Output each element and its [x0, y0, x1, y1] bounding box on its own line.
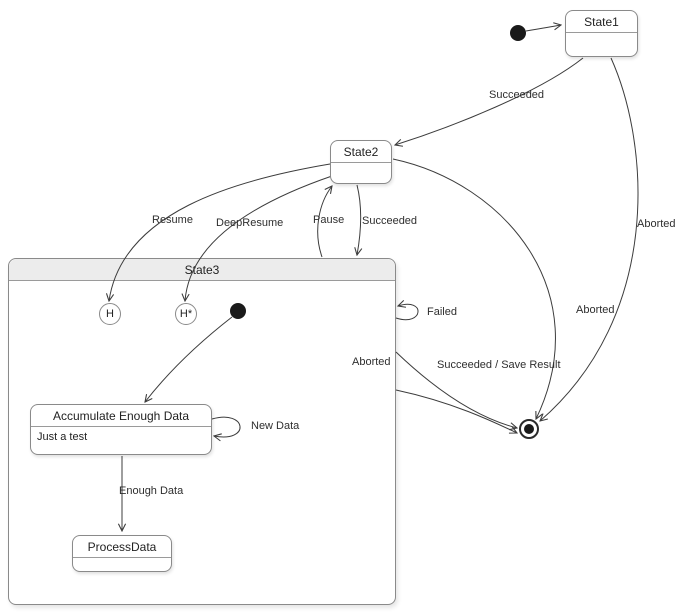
edge-state2-to-state3-succeeded [357, 184, 361, 255]
deep-history-node: H* [175, 303, 197, 325]
edge-initial-to-accumulate [145, 316, 233, 402]
edge-initial-to-state1 [525, 25, 561, 32]
label-succeeded-state1: Succeeded [489, 89, 545, 101]
deep-history-label: H* [179, 308, 193, 320]
edge-state2-to-deephistory-deepresume [185, 175, 333, 301]
state2-title: State2 [331, 141, 391, 163]
edge-state3-self-failed [395, 304, 419, 321]
label-succeeded-state2: Succeeded [362, 215, 418, 227]
label-new-data: New Data [251, 420, 300, 432]
shallow-history-label: H [106, 308, 114, 320]
accumulate-title: Accumulate Enough Data [31, 405, 211, 427]
label-pause: Pause [313, 214, 345, 226]
edge-state2-to-final-aborted [392, 158, 556, 419]
process-title: ProcessData [73, 536, 171, 558]
edge-state2-to-history-resume [109, 163, 331, 301]
edge-state3-to-final-succeeded-save [395, 389, 517, 433]
final-state-inner-dot [524, 424, 534, 434]
state-node-state1: State1 [565, 10, 638, 57]
accumulate-note: Just a test [37, 431, 88, 443]
label-succeeded-save-result: Succeeded / Save Result [437, 359, 561, 371]
initial-state-dot-state3 [230, 303, 246, 319]
label-enough-data: Enough Data [119, 485, 184, 497]
edge-state3-to-state2-pause [317, 186, 332, 258]
label-aborted-state1: Aborted [637, 218, 676, 230]
state3-title: State3 [9, 259, 395, 281]
shallow-history-node: H [99, 303, 121, 325]
label-failed: Failed [427, 306, 457, 318]
label-aborted-state3: Aborted [352, 356, 391, 368]
label-aborted-state2: Aborted [576, 304, 615, 316]
edge-state1-to-final-aborted [540, 57, 639, 421]
label-deepresume: DeepResume [216, 217, 284, 229]
edge-state3-to-final-aborted [395, 351, 517, 428]
edge-state1-to-state2-succeeded [395, 57, 584, 145]
state-node-accumulate: Accumulate Enough Data Just a test [30, 404, 212, 455]
state-node-process: ProcessData [72, 535, 172, 572]
label-resume: Resume [152, 214, 193, 226]
edge-accumulate-self-newdata [211, 416, 241, 437]
state-node-state2: State2 [330, 140, 392, 184]
state1-title: State1 [566, 11, 637, 33]
initial-state-dot-top [510, 25, 526, 41]
final-state-node [519, 419, 539, 439]
